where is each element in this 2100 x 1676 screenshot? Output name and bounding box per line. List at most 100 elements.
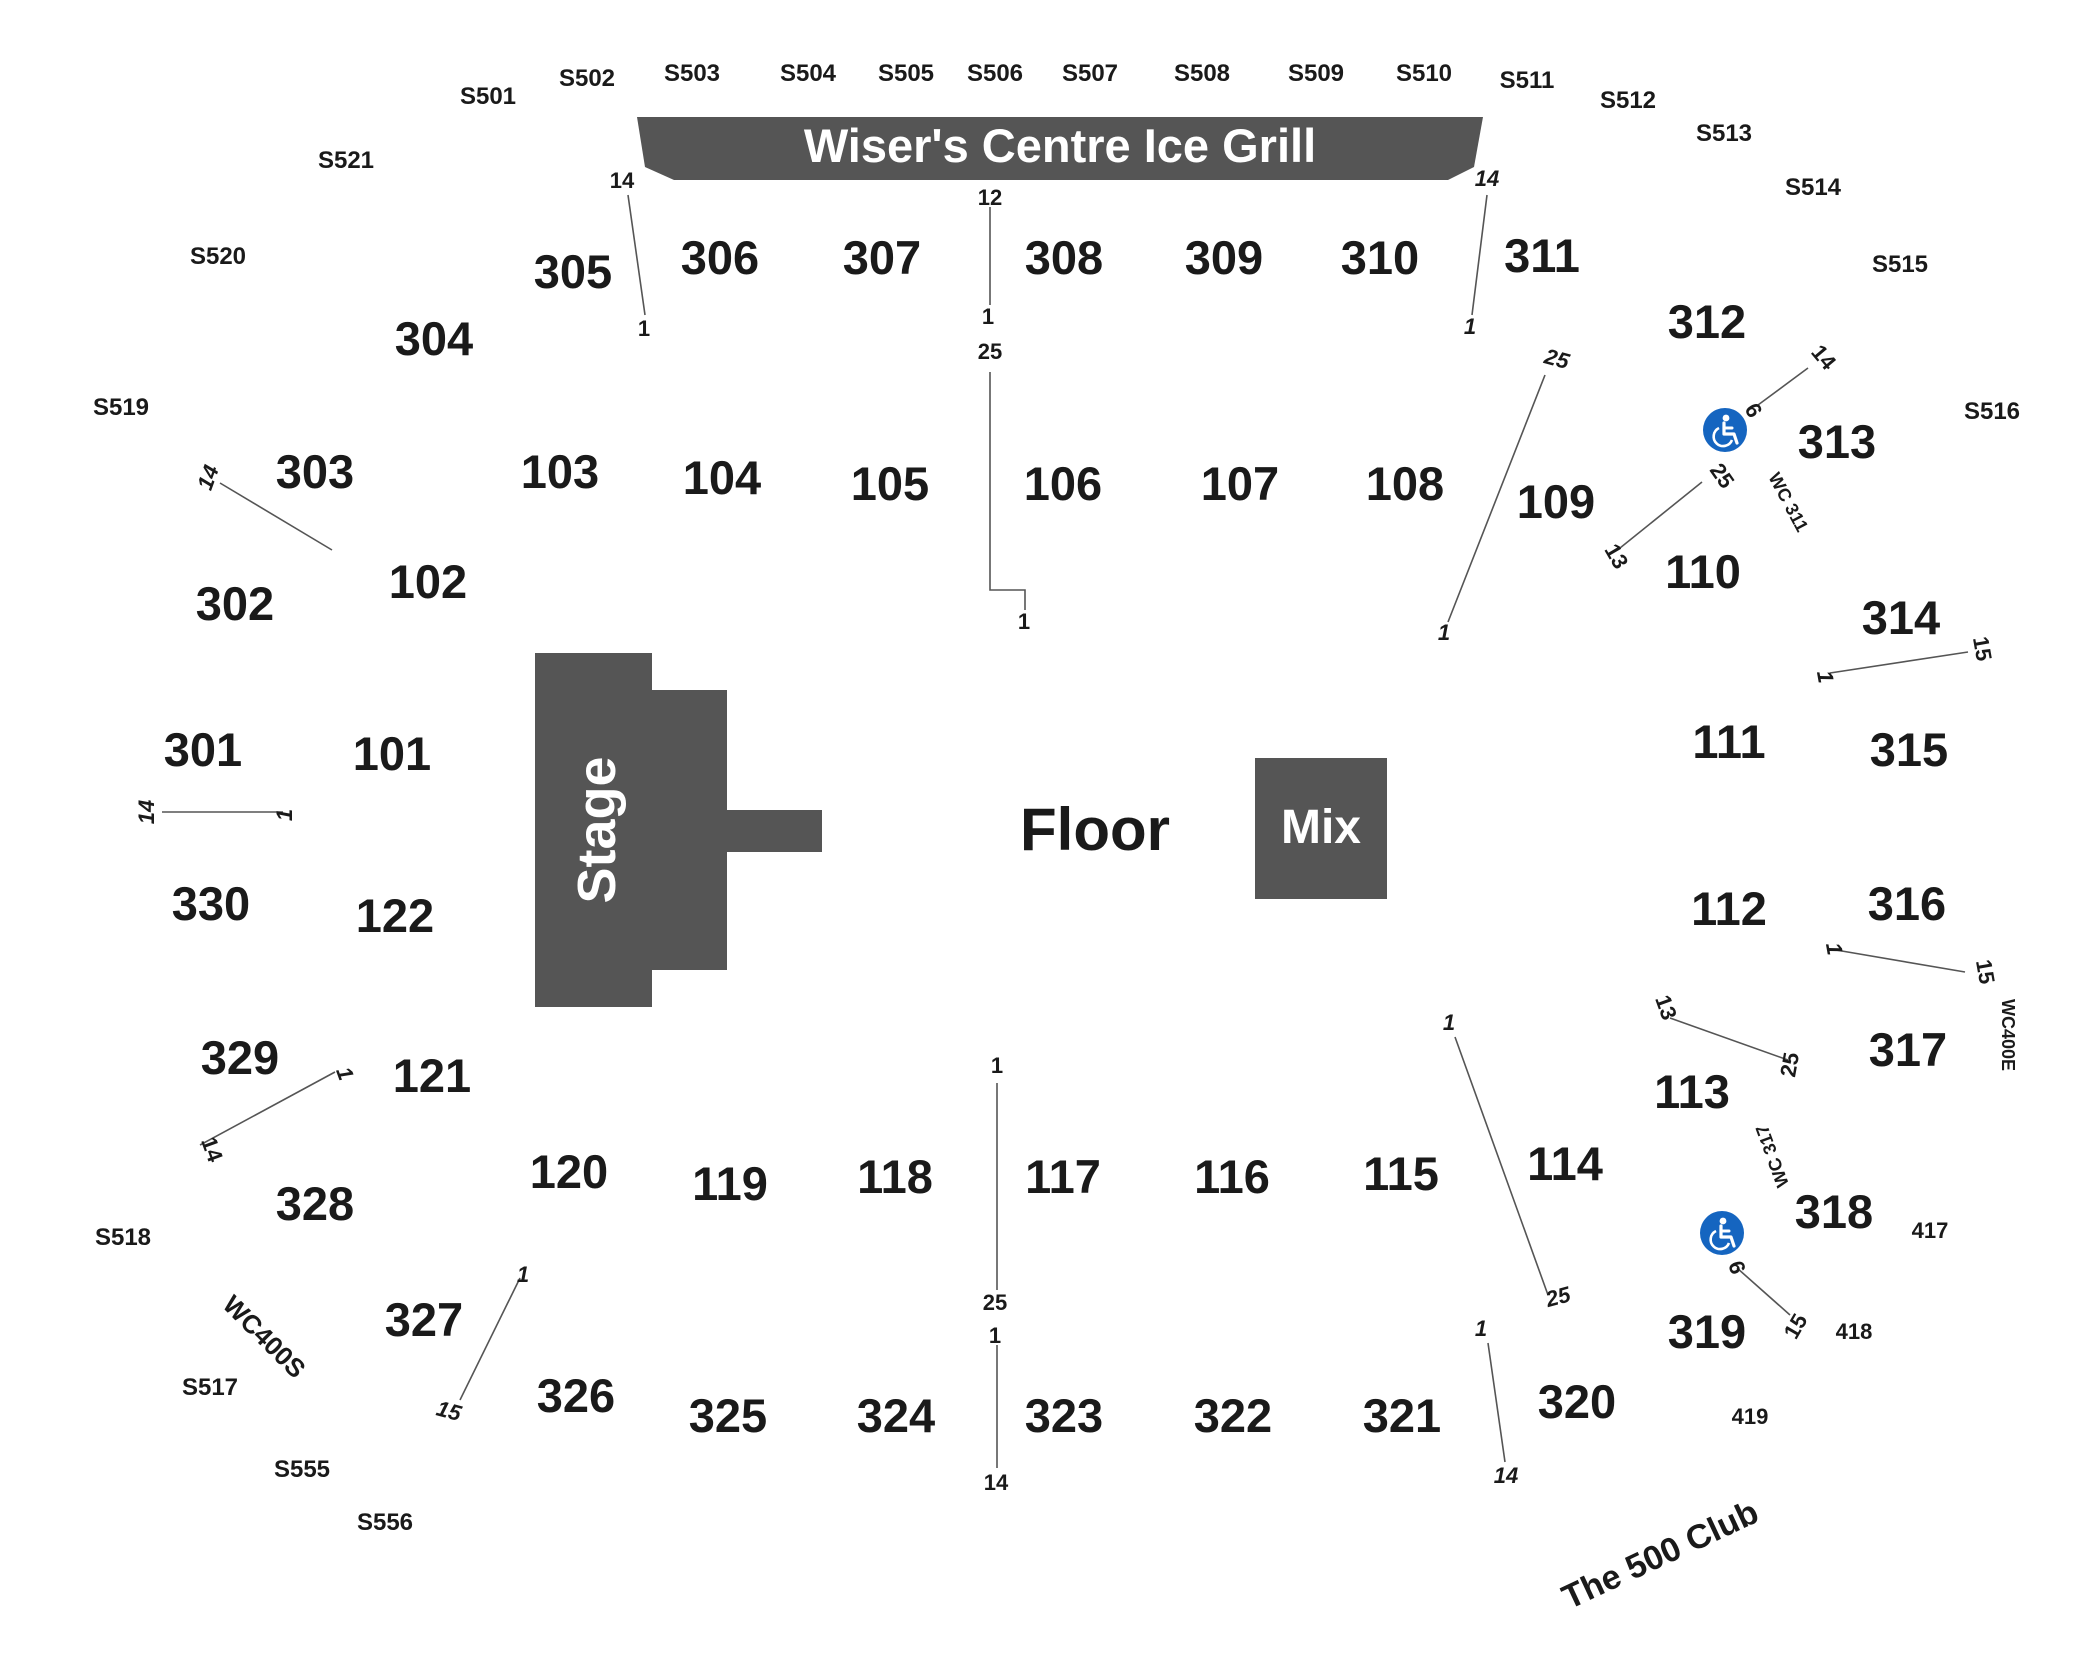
section-326[interactable]: 326 [537,1369,615,1422]
section-113[interactable]: 113 [1654,1065,1730,1118]
grill-banner[interactable]: Wiser's Centre Ice Grill [637,117,1483,180]
section-304[interactable]: 304 [395,312,473,365]
wheelchair-icon [1700,1211,1744,1255]
suite-s521[interactable]: S521 [318,147,374,174]
section-312[interactable]: 312 [1668,295,1746,348]
section-118[interactable]: 118 [857,1150,933,1203]
row-marker: 1 [1812,668,1839,684]
section-121[interactable]: 121 [393,1049,471,1102]
row-marker: 1 [989,1323,1001,1348]
stage-label: Stage [567,756,627,903]
suite-s517[interactable]: S517 [182,1374,238,1401]
section-306[interactable]: 306 [681,231,759,284]
section-117[interactable]: 117 [1025,1150,1101,1203]
suite-s501[interactable]: S501 [460,83,516,110]
section-417[interactable]: 417 [1912,1218,1949,1243]
section-109[interactable]: 109 [1517,475,1595,528]
row-marker: 12 [978,185,1002,210]
section-301[interactable]: 301 [164,723,242,776]
section-315[interactable]: 315 [1870,723,1948,776]
section-311[interactable]: 311 [1504,229,1580,282]
sections-400: 417 418 419 [1732,1218,1949,1429]
section-322[interactable]: 322 [1194,1389,1272,1442]
suite-s515[interactable]: S515 [1872,251,1928,278]
section-320[interactable]: 320 [1538,1375,1616,1428]
section-316[interactable]: 316 [1868,877,1946,930]
section-302[interactable]: 302 [196,577,274,630]
section-314[interactable]: 314 [1862,591,1940,644]
section-120[interactable]: 120 [530,1145,608,1198]
section-418[interactable]: 418 [1836,1319,1873,1344]
row-marker: 25 [1705,459,1740,493]
section-318[interactable]: 318 [1795,1185,1873,1238]
suite-s505[interactable]: S505 [878,60,934,87]
floor-label[interactable]: Floor [1020,796,1170,863]
section-327[interactable]: 327 [385,1293,463,1346]
suite-s506[interactable]: S506 [967,60,1023,87]
section-101[interactable]: 101 [353,727,431,780]
row-marker: 1 [1821,940,1848,956]
section-105[interactable]: 105 [851,457,929,510]
suite-s502[interactable]: S502 [559,65,615,92]
suite-s503[interactable]: S503 [664,60,720,87]
section-116[interactable]: 116 [1194,1150,1270,1203]
section-313[interactable]: 313 [1798,415,1876,468]
section-112[interactable]: 112 [1691,882,1767,935]
section-307[interactable]: 307 [843,231,921,284]
suite-s556[interactable]: S556 [357,1509,413,1536]
suite-s504[interactable]: S504 [780,60,837,87]
club-label[interactable]: The 500 Club [1556,1493,1764,1617]
section-310[interactable]: 310 [1341,231,1419,284]
section-309[interactable]: 309 [1185,231,1263,284]
row-marker: 25 [1542,1281,1574,1312]
row-marker: 1 [982,304,994,329]
suite-s520[interactable]: S520 [190,243,246,270]
section-119[interactable]: 119 [692,1157,768,1210]
section-321[interactable]: 321 [1363,1389,1441,1442]
section-303[interactable]: 303 [276,445,354,498]
section-328[interactable]: 328 [276,1177,354,1230]
section-323[interactable]: 323 [1025,1389,1103,1442]
section-330[interactable]: 330 [172,877,250,930]
suite-s510[interactable]: S510 [1396,60,1452,87]
section-103[interactable]: 103 [521,445,599,498]
section-106[interactable]: 106 [1024,457,1102,510]
row-marker: 14 [1475,166,1499,191]
section-107[interactable]: 107 [1201,457,1279,510]
suite-s507[interactable]: S507 [1062,60,1118,87]
section-305[interactable]: 305 [534,245,612,298]
row-markers: 14 1 12 1 25 1 14 1 25 1 14 6 14 25 13 1… [134,166,2000,1495]
suite-s513[interactable]: S513 [1696,120,1752,147]
suite-s518[interactable]: S518 [95,1224,151,1251]
section-325[interactable]: 325 [689,1389,767,1442]
section-114[interactable]: 114 [1527,1137,1603,1190]
row-marker: 14 [1806,340,1841,375]
section-110[interactable]: 110 [1665,545,1741,598]
section-115[interactable]: 115 [1363,1147,1439,1200]
row-marker: 25 [1775,1050,1804,1078]
mix-label: Mix [1281,801,1361,854]
section-102[interactable]: 102 [389,555,467,608]
section-419[interactable]: 419 [1732,1404,1769,1429]
suite-s519[interactable]: S519 [93,394,149,421]
row-marker: 15 [1968,634,1997,662]
section-108[interactable]: 108 [1366,457,1444,510]
suite-s512[interactable]: S512 [1600,87,1656,114]
section-324[interactable]: 324 [857,1389,935,1442]
suite-s516[interactable]: S516 [1964,398,2020,425]
section-317[interactable]: 317 [1869,1023,1947,1076]
suite-s555[interactable]: S555 [274,1456,330,1483]
section-122[interactable]: 122 [356,889,434,942]
suite-s508[interactable]: S508 [1174,60,1230,87]
suite-s509[interactable]: S509 [1288,60,1344,87]
section-319[interactable]: 319 [1668,1305,1746,1358]
sections-100: 101 102 103 104 105 106 107 108 109 110 … [353,445,1767,1210]
suite-s514[interactable]: S514 [1785,174,1842,201]
section-104[interactable]: 104 [683,451,761,504]
section-111[interactable]: 111 [1692,715,1765,768]
suite-s511[interactable]: S511 [1500,67,1555,94]
section-329[interactable]: 329 [201,1031,279,1084]
stage[interactable]: Stage [535,653,822,1007]
section-308[interactable]: 308 [1025,231,1103,284]
row-marker: 14 [1494,1463,1518,1488]
